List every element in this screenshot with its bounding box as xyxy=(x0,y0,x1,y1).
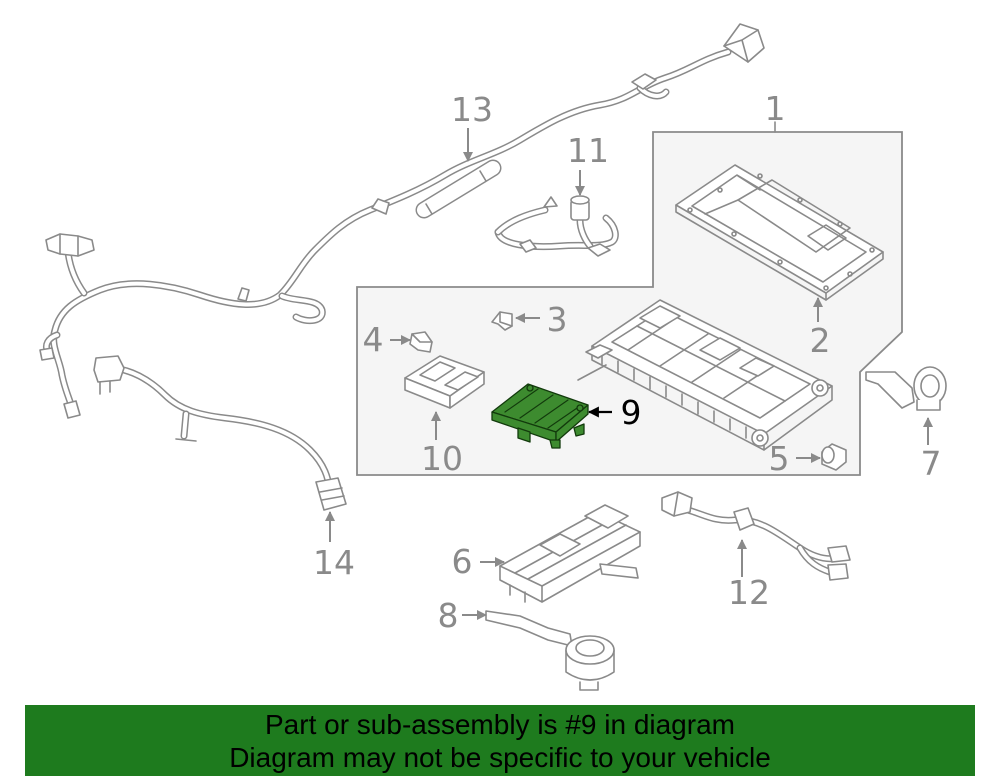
part-8-bracket xyxy=(485,610,615,691)
part-11-sub-harness xyxy=(494,195,619,257)
callout-8: 8 xyxy=(438,596,459,635)
part-3-clip xyxy=(491,311,513,331)
callout-2: 2 xyxy=(810,321,831,360)
part-6-connector-block xyxy=(499,504,641,603)
callout-12: 12 xyxy=(728,573,770,612)
part-12-harness xyxy=(661,491,851,581)
callout-4: 4 xyxy=(363,320,384,359)
callout-3: 3 xyxy=(547,300,568,339)
cover-bolt-holes xyxy=(687,173,875,291)
part-1-cover xyxy=(675,164,884,301)
part-13-wiring-harness xyxy=(39,23,765,419)
callout-5: 5 xyxy=(769,439,790,478)
banner-line-part: Part or sub-assembly is #9 in diagram xyxy=(265,709,735,740)
part-10-module xyxy=(404,355,485,409)
callout-11: 11 xyxy=(567,131,609,170)
callout-10: 10 xyxy=(421,439,463,478)
callout-labels: 13 1 11 3 4 2 9 10 5 7 14 6 12 8 xyxy=(313,89,942,635)
callout-7: 7 xyxy=(921,444,942,483)
part-14-wiring-harness xyxy=(93,355,347,511)
callout-1: 1 xyxy=(765,89,786,128)
callout-14: 14 xyxy=(313,543,355,582)
banner-line-disclaimer: Diagram may not be specific to your vehi… xyxy=(229,742,771,773)
callout-6: 6 xyxy=(452,542,473,581)
callout-arrows xyxy=(325,128,933,620)
parts-diagram: 13 1 11 3 4 2 9 10 5 7 14 6 12 8 xyxy=(39,23,947,691)
battery-module-assembly xyxy=(577,299,833,451)
part-7-sensor-bracket xyxy=(865,366,947,411)
callout-9-highlighted: 9 xyxy=(621,393,642,432)
notice-banner: Part or sub-assembly is #9 in diagram Di… xyxy=(25,705,975,776)
part-5-fitting xyxy=(821,443,847,471)
callout-13: 13 xyxy=(451,90,493,129)
part-9-highlighted-module xyxy=(491,383,589,449)
part-4-clip xyxy=(409,331,433,353)
